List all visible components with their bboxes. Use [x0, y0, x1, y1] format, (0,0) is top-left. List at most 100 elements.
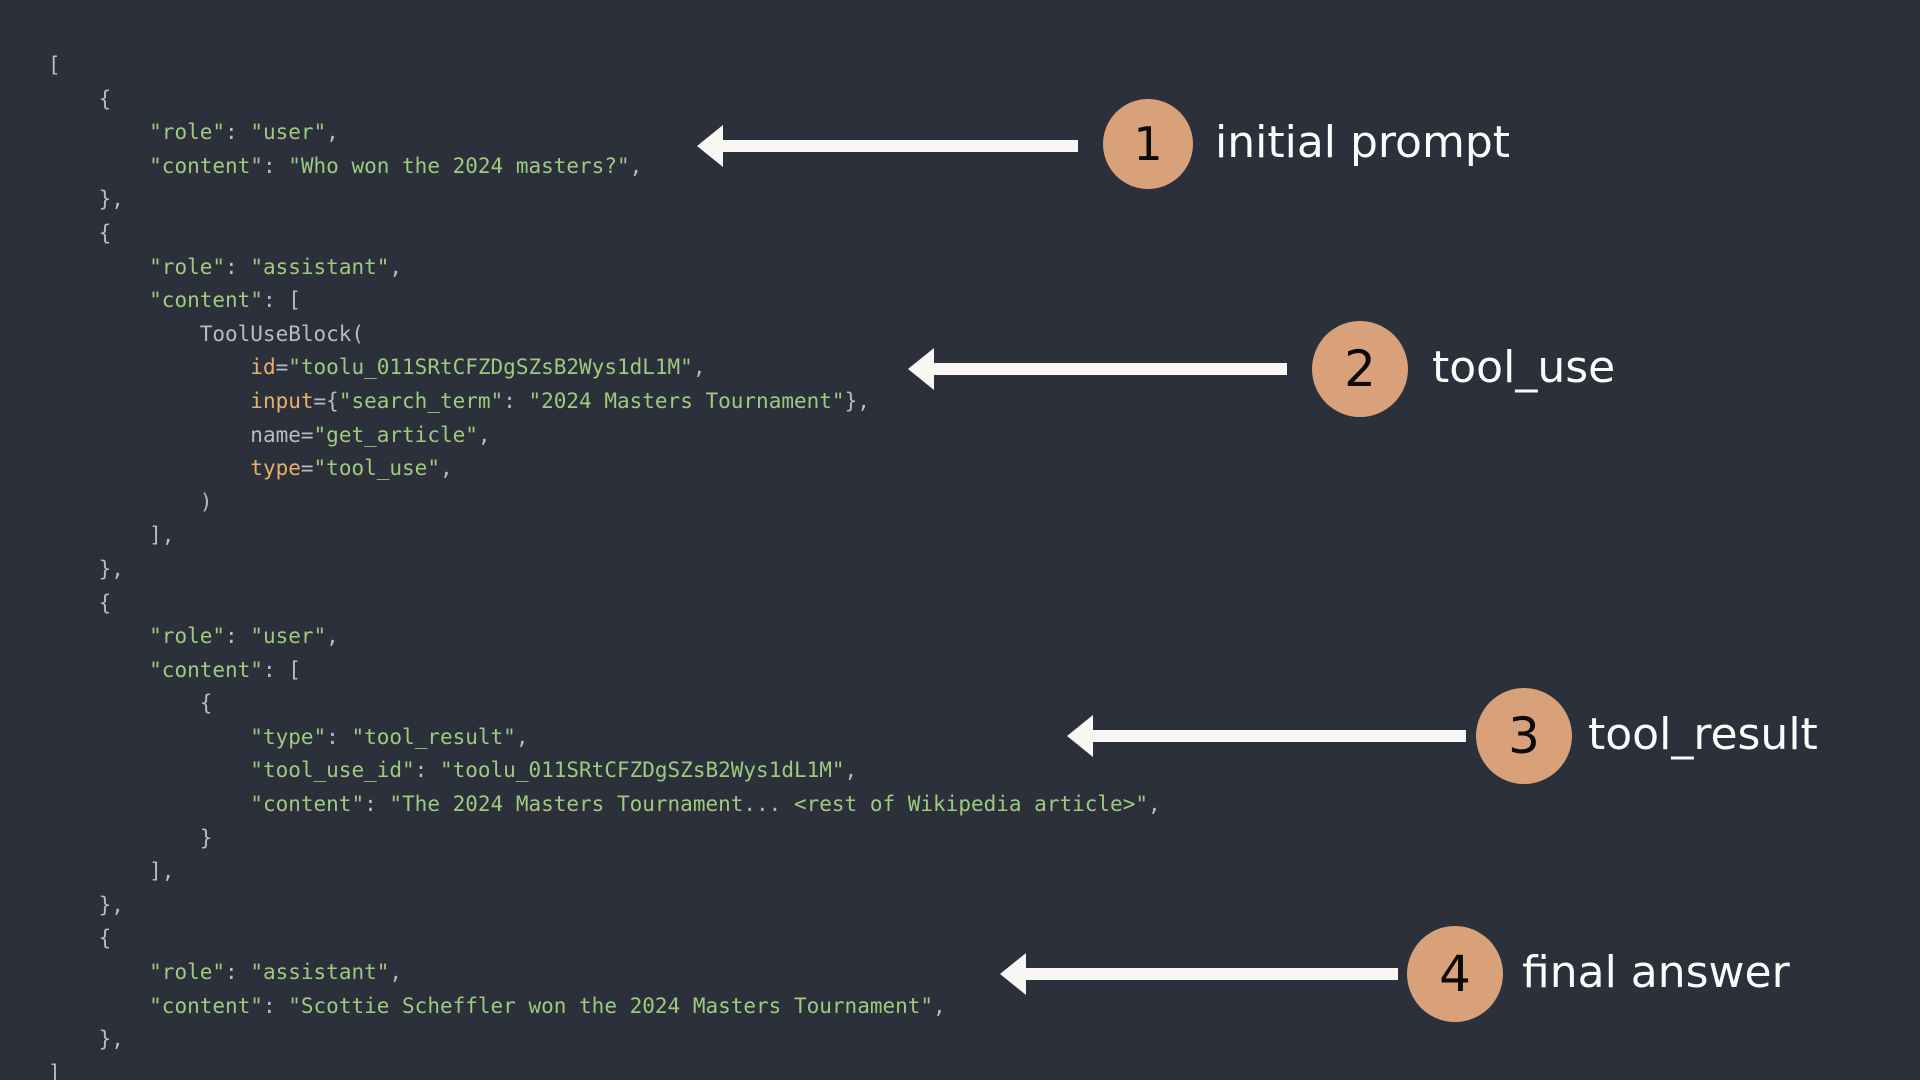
- code-indent: [48, 926, 99, 950]
- code-line: "role": "assistant",: [48, 251, 1161, 285]
- step-number: 4: [1439, 945, 1471, 1003]
- code-line: name="get_article",: [48, 419, 1161, 453]
- code-token-pun: {: [98, 220, 112, 245]
- arrow-shaft-2: [932, 363, 1287, 375]
- code-token-pun: [: [48, 53, 61, 77]
- code-indent: [48, 1027, 99, 1051]
- code-line: ],: [48, 855, 1161, 889]
- code-token-str: "2024 Masters Tournament": [528, 388, 845, 413]
- code-indent: [48, 591, 99, 615]
- code-token-name: name: [250, 422, 301, 447]
- code-indent: [48, 87, 99, 111]
- code-indent: [48, 624, 149, 648]
- code-line: input={"search_term": "2024 Masters Tour…: [48, 385, 1161, 419]
- code-line: "role": "user",: [48, 116, 1161, 150]
- code-token-pun: ,: [439, 456, 453, 481]
- code-indent: [48, 691, 200, 715]
- code-token-pun: {: [98, 590, 112, 615]
- code-token-pun: ,: [933, 993, 946, 1018]
- code-token-str: "search_term": [338, 388, 504, 413]
- code-token-pun: ,: [477, 422, 491, 447]
- code-indent: [48, 355, 250, 379]
- code-token-pun: ={: [313, 388, 339, 413]
- code-token-str: "role": [149, 254, 226, 279]
- step-badge-3: 3: [1476, 688, 1572, 784]
- step-label-4: final answer: [1522, 947, 1790, 999]
- code-token-pun: },: [98, 187, 124, 212]
- code-token-pun: :: [225, 624, 251, 649]
- code-token-pun: ],: [149, 523, 175, 548]
- code-line: "content": "Scottie Scheffler won the 20…: [48, 990, 1161, 1024]
- code-indent: [48, 826, 200, 850]
- code-token-pun: =: [300, 422, 314, 447]
- code-indent: [48, 523, 149, 547]
- arrow-shaft-1: [721, 140, 1078, 152]
- code-indent: [48, 154, 149, 178]
- code-line: ]: [48, 1057, 1161, 1080]
- step-badge-1: 1: [1103, 99, 1193, 189]
- code-token-pun: :: [262, 657, 289, 682]
- code-line: "content": "Who won the 2024 masters?",: [48, 150, 1161, 184]
- code-token-str: "role": [149, 624, 226, 649]
- code-token-pun: ,: [389, 960, 403, 985]
- arrow-shaft-4: [1024, 968, 1398, 980]
- code-line: {: [48, 587, 1161, 621]
- code-token-pun: {: [199, 691, 213, 716]
- code-indent: [48, 792, 250, 816]
- step-label-1: initial prompt: [1215, 117, 1511, 169]
- code-token-pun: },: [98, 892, 124, 917]
- code-token-pun: [: [288, 288, 301, 313]
- code-indent: [48, 389, 250, 413]
- code-token-pun: }: [199, 825, 213, 850]
- code-token-pun: },: [844, 388, 870, 413]
- step-number: 2: [1344, 340, 1376, 398]
- code-token-pun: :: [326, 724, 352, 749]
- code-token-str: "Who won the 2024 masters?": [288, 153, 630, 178]
- code-indent: [48, 456, 250, 480]
- code-indent: [48, 288, 149, 312]
- code-token-str: "tool_result": [351, 724, 516, 749]
- code-line: "content": [: [48, 654, 1161, 688]
- code-token-pun: :: [225, 120, 251, 145]
- code-token-str: "user": [250, 120, 327, 145]
- arrow-head-2: [908, 348, 934, 390]
- code-line: "type": "tool_result",: [48, 721, 1161, 755]
- step-badge-4: 4: [1407, 926, 1503, 1022]
- code-token-pun: },: [98, 1027, 124, 1052]
- code-token-str: "toolu_011SRtCFZDgSZsB2Wys1dL1M": [439, 758, 845, 783]
- code-indent: [48, 221, 99, 245]
- code-token-pun: },: [98, 556, 124, 581]
- step-badge-2: 2: [1312, 321, 1408, 417]
- code-indent: [48, 893, 99, 917]
- code-token-pun: ,: [629, 153, 643, 178]
- code-token-str: "content": [250, 792, 365, 817]
- code-block: [ { "role": "user", "content": "Who won …: [48, 49, 1161, 1080]
- code-indent: [48, 255, 149, 279]
- code-token-pun: {: [98, 926, 112, 951]
- code-line: {: [48, 217, 1161, 251]
- code-indent: [48, 994, 149, 1018]
- code-token-str: "The 2024 Masters Tournament... <rest of…: [389, 792, 1148, 817]
- code-token-str: "get_article": [313, 422, 478, 447]
- code-indent: [48, 490, 200, 514]
- step-label-3: tool_result: [1588, 709, 1818, 761]
- code-token-pun: ]: [48, 1060, 61, 1080]
- arrow-head-3: [1067, 715, 1093, 757]
- code-token-pun: :: [364, 792, 390, 817]
- code-token-pun: :: [262, 153, 289, 178]
- code-token-pun: ,: [515, 724, 529, 749]
- code-line: },: [48, 889, 1161, 923]
- step-number: 3: [1508, 707, 1540, 765]
- code-token-pun: =: [275, 355, 289, 380]
- code-indent: [48, 187, 99, 211]
- code-token-pun: :: [414, 758, 440, 783]
- code-token-kw: input: [250, 388, 314, 413]
- code-line: },: [48, 183, 1161, 217]
- code-token-pun: :: [262, 288, 289, 313]
- code-token-kw: type: [250, 456, 301, 481]
- code-indent: [48, 322, 200, 346]
- code-line: "tool_use_id": "toolu_011SRtCFZDgSZsB2Wy…: [48, 754, 1161, 788]
- code-token-kw: id: [250, 355, 276, 380]
- code-token-str: "Scottie Scheffler won the 2024 Masters …: [288, 993, 934, 1018]
- code-indent: [48, 658, 149, 682]
